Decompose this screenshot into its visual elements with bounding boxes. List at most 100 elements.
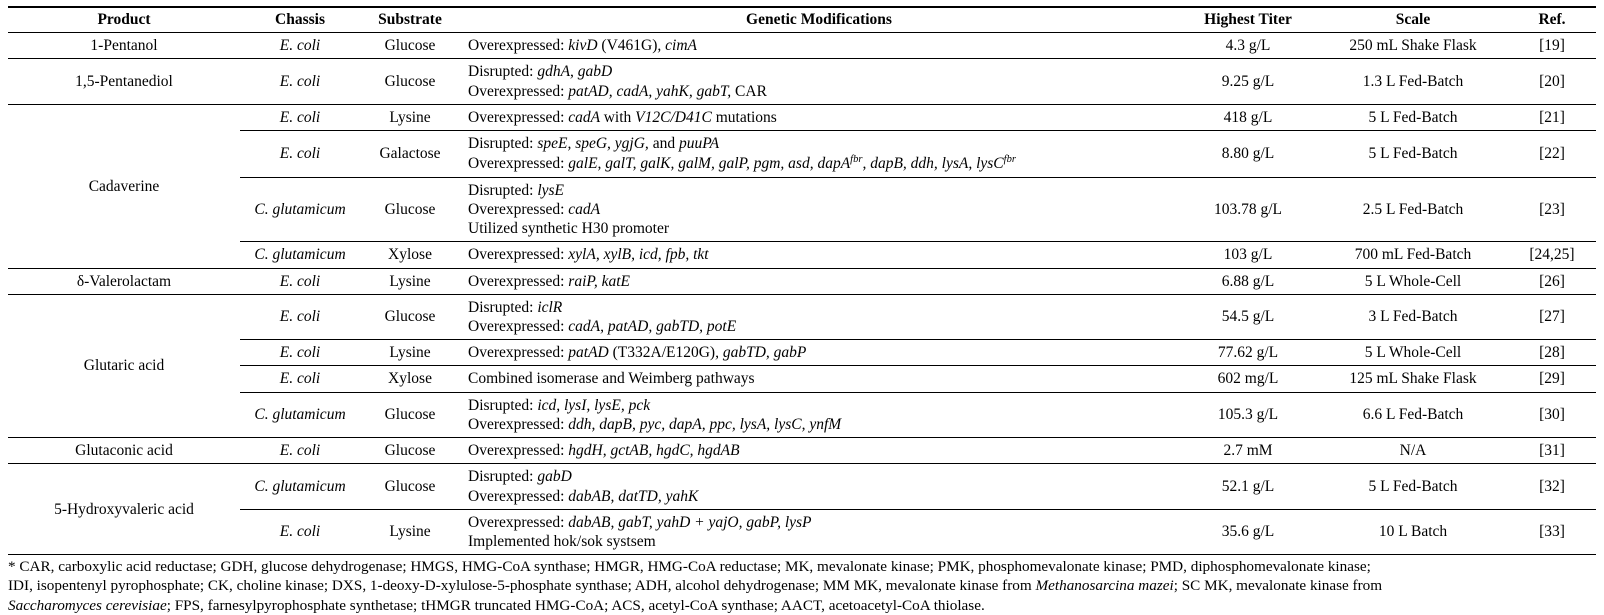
cell-substrate: Lysine [360, 103, 460, 131]
cell-scale: 125 mL Shake Flask [1318, 365, 1508, 393]
cell-genetic-modifications: Overexpressed: cadA with V12C/D41C mutat… [460, 103, 1178, 131]
genetic-modification-line: Disrupted: iclR [468, 298, 563, 316]
genetic-modification-line: Overexpressed: cadA with V12C/D41C mutat… [468, 108, 777, 126]
cell-ref: [19] [1539, 37, 1565, 55]
genetic-modification-line: Overexpressed: dabAB, gabT, yahD + yajO,… [468, 513, 812, 531]
cell-scale: 2.5 L Fed-Batch [1318, 176, 1508, 242]
table-bottom-rule [8, 554, 1596, 556]
cell-chassis: E. coli [279, 37, 321, 55]
cell-highest-titer: 54.5 g/L [1178, 293, 1318, 340]
cell-chassis: C. glutamicum [240, 176, 360, 242]
cell-substrate: Xylose [360, 241, 460, 269]
cell-substrate: Glucose [384, 37, 436, 55]
genetic-modification-line: Disrupted: lysE [468, 181, 564, 199]
genetic-modification-line: Overexpressed: cadA, patAD, gabTD, potE [468, 318, 737, 335]
cell-genetic-modifications: Overexpressed: raiP, katE [460, 267, 1178, 295]
cell-scale: 3 L Fed-Batch [1318, 293, 1508, 340]
cell-substrate: Glucose [360, 58, 460, 105]
cell-substrate: Lysine [360, 339, 460, 366]
cell-highest-titer: 103.78 g/L [1178, 176, 1318, 242]
genetic-modification-line: Overexpressed: galE, galT, galK, galM, g… [468, 154, 1016, 173]
cell-product: Glutaric acid [8, 293, 240, 438]
cell-genetic-modifications: Overexpressed: dabAB, gabT, yahD + yajO,… [460, 508, 1178, 555]
cell-chassis: E. coli [240, 339, 360, 366]
genetic-modification-line: Disrupted: gdhA, gabD [468, 63, 613, 81]
cell-scale: N/A [1318, 437, 1508, 464]
cell-scale: 5 L Whole-Cell [1318, 267, 1508, 295]
cell-highest-titer: 2.7 mM [1178, 437, 1318, 464]
genetic-modification-line: Utilized synthetic H30 promoter [468, 220, 670, 238]
cell-scale: 6.6 L Fed-Batch [1318, 391, 1508, 438]
cell-ref: [30] [1508, 391, 1596, 438]
table-footnote: * CAR, carboxylic acid reductase; GDH, g… [8, 557, 1596, 615]
cell-product: 1-Pentanol [90, 37, 158, 55]
genetic-modification-line: Combined isomerase and Weimberg pathways [468, 370, 755, 388]
table-row: 1-Pentanol E. coli Glucose Overexpressed: k… [8, 33, 1596, 59]
cell-ref: [33] [1508, 508, 1596, 555]
genetic-modification-line: Disrupted: icd, lysI, lysE, pck [468, 396, 651, 414]
cell-ref: [22] [1508, 130, 1596, 178]
cell-substrate: Glucose [360, 391, 460, 438]
cell-scale: 5 L Fed-Batch [1318, 103, 1508, 131]
cell-substrate: Lysine [360, 267, 460, 295]
cell-scale: 5 L Fed-Batch [1318, 130, 1508, 178]
cell-ref: [28] [1508, 339, 1596, 366]
cell-product: δ-Valerolactam [8, 267, 240, 295]
cell-chassis: E. coli [240, 130, 360, 178]
cell-highest-titer: 602 mg/L [1178, 365, 1318, 393]
cell-chassis: E. coli [240, 508, 360, 555]
cell-ref: [24,25] [1508, 241, 1596, 269]
column-header-ref: Ref. [1508, 6, 1596, 34]
genetic-modification-line: Overexpressed: cadA [468, 200, 601, 218]
column-header-highest-titer: Highest Titer [1178, 6, 1318, 34]
column-header-chassis: Chassis [240, 6, 360, 34]
cell-highest-titer: 8.80 g/L [1178, 130, 1318, 178]
cell-genetic-modifications: Overexpressed: xylA, xylB, icd, fpb, tkt [460, 241, 1178, 269]
cell-highest-titer: 4.3 g/L [1225, 37, 1271, 55]
cell-substrate: Xylose [360, 365, 460, 393]
cell-substrate: Glucose [360, 176, 460, 242]
cell-scale: 5 L Whole-Cell [1318, 339, 1508, 366]
footnote-line-1: * CAR, carboxylic acid reductase; GDH, g… [8, 558, 1371, 576]
cell-highest-titer: 103 g/L [1178, 241, 1318, 269]
cell-ref: [23] [1508, 176, 1596, 242]
genetic-modification-line: Overexpressed: ddh, dapB, pyc, dapA, ppc… [468, 415, 842, 433]
cell-chassis: E. coli [240, 58, 360, 105]
cell-substrate: Glucose [360, 293, 460, 340]
genetic-modification-line: Disrupted: speE, speG, ygjG, and puuPA [468, 135, 720, 153]
genetic-modification-line: Overexpressed: kivD (V461G), cimA [468, 37, 697, 55]
column-header-product: Product [8, 6, 240, 34]
cell-substrate: Galactose [360, 130, 460, 178]
cell-highest-titer: 52.1 g/L [1178, 463, 1318, 510]
genetic-modification-line: Overexpressed: xylA, xylB, icd, fpb, tkt [468, 246, 709, 264]
cell-scale: 10 L Batch [1318, 508, 1508, 555]
cell-product: 1,5-Pentanediol [8, 58, 240, 105]
engineered-products-table: Product Chassis Substrate Genetic Modifi… [8, 6, 1596, 555]
column-header-scale: Scale [1318, 6, 1508, 34]
cell-highest-titer: 6.88 g/L [1178, 267, 1318, 295]
cell-highest-titer: 418 g/L [1178, 103, 1318, 131]
cell-genetic-modifications: Disrupted: iclR Overexpressed: cadA, patA… [460, 293, 1178, 340]
cell-highest-titer: 9.25 g/L [1178, 58, 1318, 105]
genetic-modification-line: Implemented hok/sok systsem [468, 532, 656, 550]
cell-ref: [20] [1508, 58, 1596, 105]
cell-ref: [27] [1508, 293, 1596, 340]
cell-ref: [32] [1508, 463, 1596, 510]
footnote-line-2: IDI, isopentenyl pyrophosphate; CK, chol… [8, 577, 1383, 595]
cell-genetic-modifications: Combined isomerase and Weimberg pathways [460, 365, 1178, 393]
cell-highest-titer: 77.62 g/L [1178, 339, 1318, 366]
genetic-modification-line: Overexpressed: patAD, cadA, yahK, gabT, … [468, 82, 767, 100]
